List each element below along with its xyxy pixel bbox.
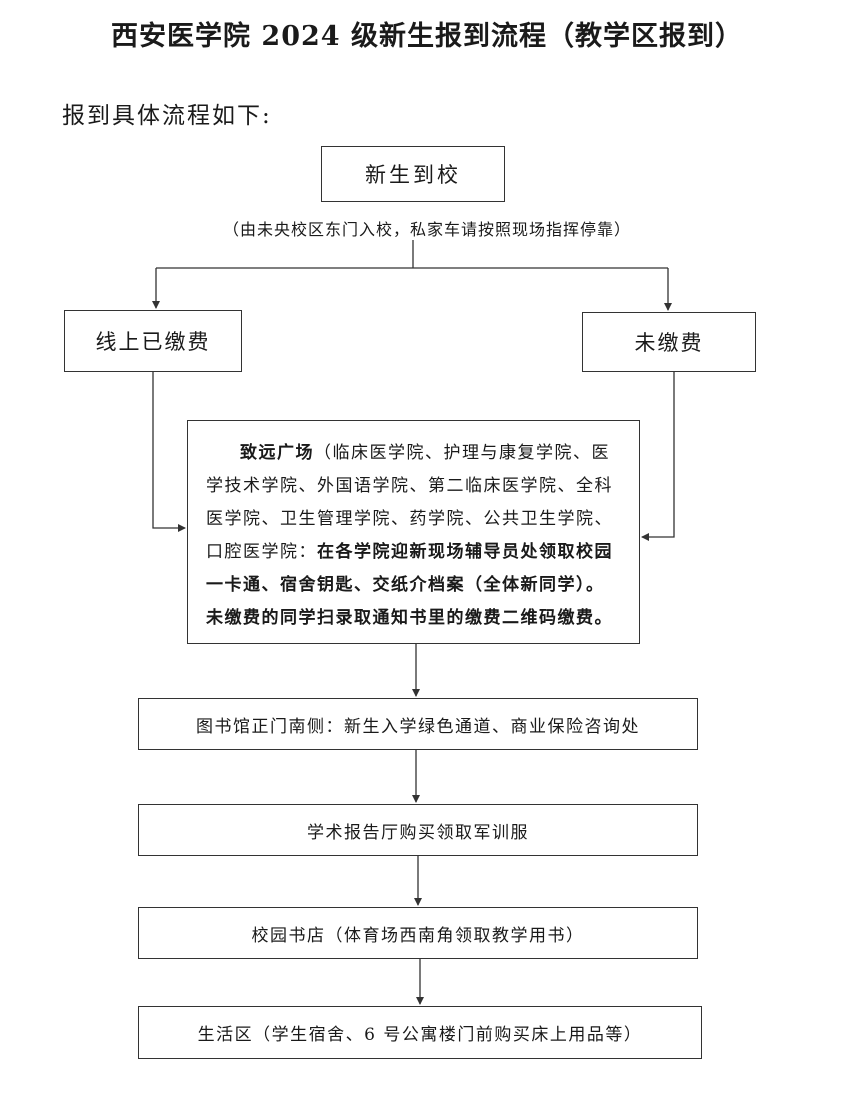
arrow-unpaid-to-main bbox=[641, 372, 675, 541]
intro-text: 报到具体流程如下: bbox=[62, 103, 272, 129]
unpaid-box: 未缴费 bbox=[582, 312, 756, 372]
main-colleges: （临床医学院、护理与康复学院、医学技术学院、外国语学院、第二临床医学院、全科医学… bbox=[206, 443, 613, 562]
paid-label: 线上已缴费 bbox=[95, 330, 211, 354]
start-box: 新生到校 bbox=[321, 146, 505, 202]
step-military-uniform: 学术报告厅购买领取军训服 bbox=[138, 804, 698, 856]
main-instructions: 在各学院迎新现场辅导员处领取校园一卡通、宿舍钥匙、交纸介档案（全体新同学）。未缴… bbox=[206, 542, 613, 628]
main-registration-text: 致远广场（临床医学院、护理与康复学院、医学技术学院、外国语学院、第二临床医学院、… bbox=[206, 437, 621, 635]
step-label: 生活区（学生宿舍、6 号公寓楼门前购买床上用品等） bbox=[197, 1025, 643, 1045]
main-place: 致远广场 bbox=[240, 443, 314, 463]
step-bookstore: 校园书店（体育场西南角领取教学用书） bbox=[138, 907, 698, 959]
start-note: （由未央校区东门入校，私家车请按照现场指挥停靠） bbox=[222, 220, 631, 239]
step-label: 学术报告厅购买领取军训服 bbox=[307, 822, 529, 843]
step-label: 校园书店（体育场西南角领取教学用书） bbox=[251, 925, 585, 946]
paid-box: 线上已缴费 bbox=[64, 310, 242, 372]
step-living-area: 生活区（学生宿舍、6 号公寓楼门前购买床上用品等） bbox=[138, 1006, 702, 1059]
step-label: 图书馆正门南侧：新生入学绿色通道、商业保险咨询处 bbox=[196, 716, 640, 737]
main-registration-box: 致远广场（临床医学院、护理与康复学院、医学技术学院、外国语学院、第二临床医学院、… bbox=[187, 420, 640, 644]
unpaid-label: 未缴费 bbox=[634, 331, 704, 355]
start-label: 新生到校 bbox=[365, 163, 461, 187]
step-green-channel: 图书馆正门南侧：新生入学绿色通道、商业保险咨询处 bbox=[138, 698, 698, 750]
page-title: 西安医学院 2024 级新生报到流程（教学区报到） bbox=[111, 21, 743, 52]
arrow-paid-to-main bbox=[152, 372, 186, 532]
